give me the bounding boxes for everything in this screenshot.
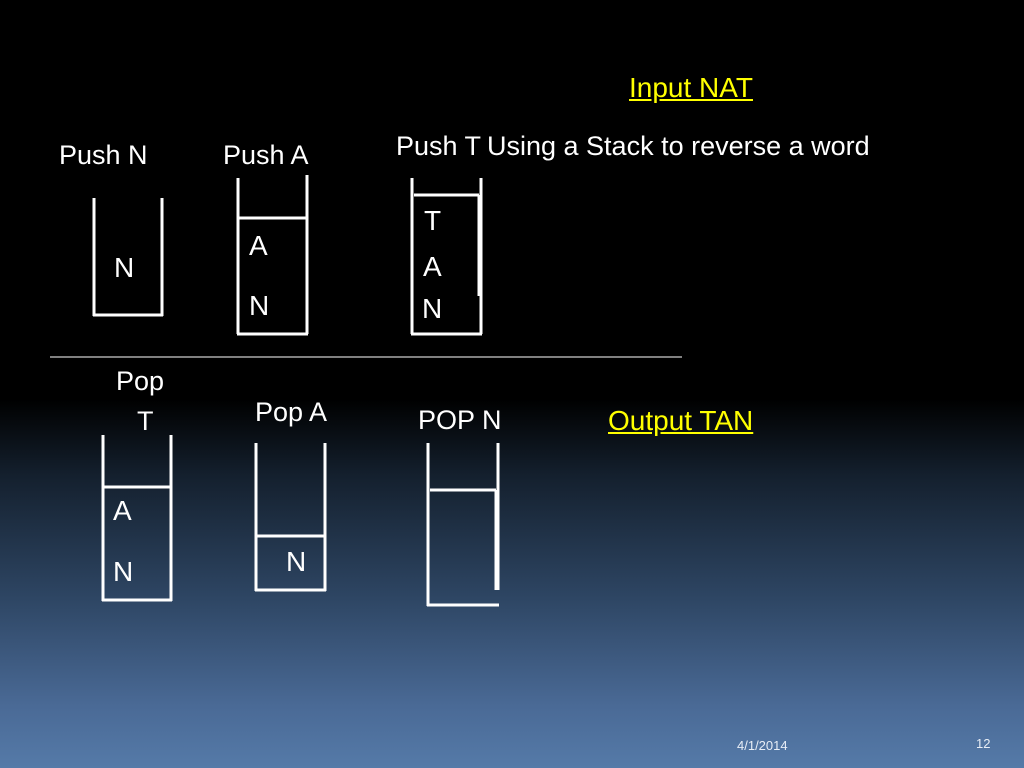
pop-t-label-line1: Pop [116, 366, 165, 396]
push-a-label: Push A [223, 140, 309, 170]
slide-date: 4/1/2014 [737, 738, 788, 753]
stack-push-n [92, 198, 164, 317]
stack-pop-n [426, 443, 500, 607]
push-a-item-1: A [249, 230, 268, 261]
stack-pop-t [101, 435, 173, 602]
slide-title: Using a Stack to reverse a word [487, 131, 870, 161]
output-label: Output TAN [608, 405, 754, 436]
push-n-label: Push N [59, 140, 148, 170]
stack-pop-a [254, 443, 327, 592]
push-t-item-1: T [424, 205, 442, 236]
push-t-label-prefix: Push T [396, 131, 482, 161]
slide-page-number: 12 [976, 736, 991, 751]
pop-a-label: Pop A [255, 397, 328, 427]
input-label: Input NAT [629, 72, 753, 103]
push-t-item-2: A [423, 251, 442, 282]
stack-push-a [236, 175, 309, 336]
pop-a-item-1: N [286, 546, 307, 577]
pop-t-label-line2: T [137, 406, 154, 436]
stack-push-t [410, 178, 483, 336]
push-a-item-2: N [249, 290, 270, 321]
push-t-item-3: N [422, 293, 443, 324]
push-n-item-1: N [114, 252, 135, 283]
pop-t-item-1: A [113, 495, 132, 526]
pop-n-label: POP N [418, 405, 502, 435]
pop-t-item-2: N [113, 556, 134, 587]
